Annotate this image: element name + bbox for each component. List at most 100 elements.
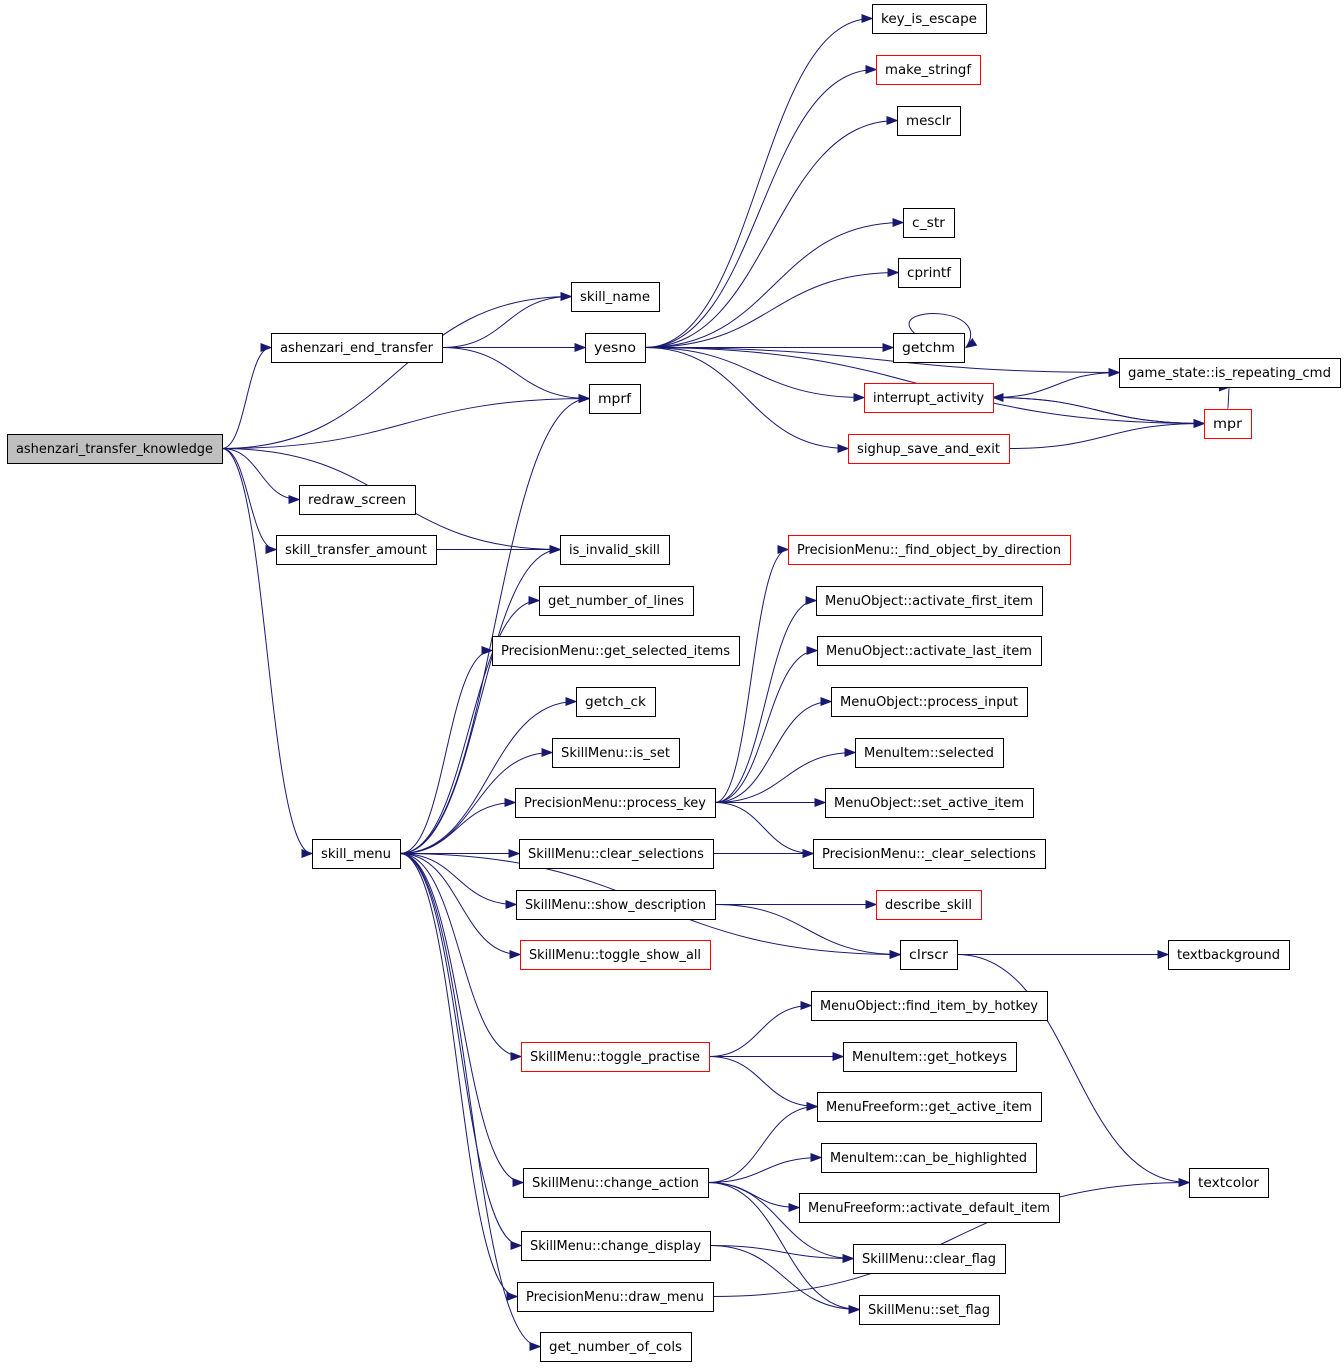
node-box — [521, 1231, 711, 1261]
node-mpr[interactable]: mpr — [1204, 409, 1252, 439]
edge-path — [399, 398, 590, 854]
node-c-str[interactable]: c_str — [903, 208, 955, 238]
node-box — [515, 788, 716, 818]
node-key-is-escape[interactable]: key_is_escape — [872, 4, 987, 34]
node-clrscr[interactable]: clrscr — [900, 940, 958, 970]
node-label: game_state::is_repeating_cmd — [1128, 366, 1331, 381]
node-skillmenu-is-set[interactable]: SkillMenu::is_set — [552, 738, 680, 768]
edge-arrowhead — [301, 848, 314, 859]
node-precisionmenu-find-object-by-direction[interactable]: PrecisionMenu::_find_object_by_direction — [788, 535, 1071, 565]
edge-arrowhead — [777, 544, 790, 555]
edge-path — [1227, 386, 1230, 410]
edge-path — [399, 650, 493, 854]
node-label: PrecisionMenu::draw_menu — [526, 1290, 704, 1305]
node-box — [520, 940, 711, 970]
node-skillmenu-change-action[interactable]: SkillMenu::change_action — [523, 1168, 709, 1198]
edge-arrowhead — [806, 1101, 819, 1112]
edge-arrowhead — [549, 544, 562, 555]
edge-path — [399, 853, 541, 1347]
node-menuobject-activate-first-item[interactable]: MenuObject::activate_first_item — [816, 586, 1043, 616]
node-precisionmenu-clear-selections[interactable]: PrecisionMenu::_clear_selections — [813, 839, 1046, 869]
node-cprintf[interactable]: cprintf — [898, 258, 961, 288]
node-ashenzari-transfer-knowledge[interactable]: ashenzari_transfer_knowledge — [7, 434, 223, 464]
node-skillmenu-toggle-show-all[interactable]: SkillMenu::toggle_show_all — [520, 940, 711, 970]
node-textcolor[interactable]: textcolor — [1189, 1168, 1269, 1198]
edge-path — [644, 347, 1120, 373]
node-skillmenu-clear-flag[interactable]: SkillMenu::clear_flag — [853, 1244, 1006, 1274]
call-edge — [644, 347, 850, 454]
node-skill-menu[interactable]: skill_menu — [312, 839, 401, 869]
call-edge — [714, 797, 827, 808]
node-menuobject-find-item-by-hotkey[interactable]: MenuObject::find_item_by_hotkey — [811, 991, 1048, 1021]
node-skillmenu-clear-selections[interactable]: SkillMenu::clear_selections — [519, 839, 714, 869]
edge-path — [221, 347, 272, 449]
node-box — [7, 434, 223, 464]
node-getch-ck[interactable]: getch_ck — [576, 687, 656, 717]
node-skill-name[interactable]: skill_name — [571, 282, 660, 312]
node-box — [825, 788, 1034, 818]
node-box — [571, 282, 660, 312]
node-box — [848, 434, 1010, 464]
edge-path — [714, 802, 814, 854]
edge-path — [399, 853, 518, 1297]
node-box — [872, 4, 987, 34]
node-skillmenu-toggle-practise[interactable]: SkillMenu::toggle_practise — [521, 1042, 710, 1072]
call-edge — [714, 904, 902, 960]
call-edge — [399, 853, 525, 1188]
edge-arrowhead — [805, 595, 818, 606]
node-skillmenu-set-flag[interactable]: SkillMenu::set_flag — [859, 1295, 1000, 1325]
edge-arrowhead — [265, 544, 278, 555]
node-label: PrecisionMenu::process_key — [524, 796, 706, 811]
node-get-number-of-cols[interactable]: get_number_of_cols — [540, 1332, 692, 1362]
edge-arrowhead — [481, 645, 494, 656]
node-is-invalid-skill[interactable]: is_invalid_skill — [560, 535, 670, 565]
node-label: make_stringf — [885, 63, 971, 78]
node-textbackground[interactable]: textbackground — [1168, 940, 1290, 970]
node-skillmenu-change-display[interactable]: SkillMenu::change_display — [521, 1231, 711, 1261]
edge-arrowhead — [882, 342, 895, 353]
node-mesclr[interactable]: mesclr — [897, 106, 961, 136]
node-make-stringf[interactable]: make_stringf — [876, 55, 981, 85]
node-precisionmenu-draw-menu[interactable]: PrecisionMenu::draw_menu — [517, 1282, 714, 1312]
node-interrupt-activity[interactable]: interrupt_activity — [864, 383, 994, 413]
node-ashenzari-end-transfer[interactable]: ashenzari_end_transfer — [271, 333, 443, 363]
node-box — [519, 839, 714, 869]
node-box — [799, 1193, 1060, 1223]
node-skill-transfer-amount[interactable]: skill_transfer_amount — [276, 535, 437, 565]
node-precisionmenu-get-selected-items[interactable]: PrecisionMenu::get_selected_items — [492, 636, 740, 666]
edge-arrowhead — [887, 267, 900, 278]
edge-path — [221, 448, 277, 550]
node-get-number-of-lines[interactable]: get_number_of_lines — [539, 586, 694, 616]
edge-path — [992, 372, 1120, 398]
node-box — [1119, 358, 1341, 388]
call-edge — [908, 313, 978, 349]
edge-arrowhead — [528, 595, 541, 606]
node-skillmenu-show-description[interactable]: SkillMenu::show_description — [516, 890, 716, 920]
node-precisionmenu-process-key[interactable]: PrecisionMenu::process_key — [515, 788, 716, 818]
edge-arrowhead — [800, 1000, 813, 1011]
node-menuobject-set-active-item[interactable]: MenuObject::set_active_item — [825, 788, 1034, 818]
node-label: yesno — [594, 341, 636, 356]
node-menuitem-get-hotkeys[interactable]: MenuItem::get_hotkeys — [843, 1042, 1017, 1072]
node-menuitem-can-be-highlighted[interactable]: MenuItem::can_be_highlighted — [821, 1143, 1037, 1173]
node-box — [817, 636, 1042, 666]
node-sighup-save-and-exit[interactable]: sighup_save_and_exit — [848, 434, 1010, 464]
edge-path — [908, 313, 972, 348]
node-getchm[interactable]: getchm — [893, 333, 965, 363]
node-menufreeform-get-active-item[interactable]: MenuFreeform::get_active_item — [817, 1092, 1042, 1122]
node-yesno[interactable]: yesno — [585, 333, 646, 363]
node-label: textbackground — [1177, 948, 1280, 963]
node-mprf[interactable]: mprf — [589, 384, 641, 414]
node-redraw-screen[interactable]: redraw_screen — [299, 485, 416, 515]
node-label: ashenzari_transfer_knowledge — [16, 442, 213, 457]
edge-arrowhead — [802, 848, 815, 859]
edge-path — [399, 853, 521, 955]
node-describe-skill[interactable]: describe_skill — [876, 890, 982, 920]
edge-arrowhead — [509, 949, 522, 960]
node-menuobject-process-input[interactable]: MenuObject::process_input — [831, 687, 1028, 717]
node-game-state-is-repeating-cmd[interactable]: game_state::is_repeating_cmd — [1119, 358, 1341, 388]
node-menufreeform-activate-default-item[interactable]: MenuFreeform::activate_default_item — [799, 1193, 1060, 1223]
node-menuobject-activate-last-item[interactable]: MenuObject::activate_last_item — [817, 636, 1042, 666]
node-menuitem-selected[interactable]: MenuItem::selected — [855, 738, 1004, 768]
node-label: get_number_of_cols — [549, 1340, 682, 1355]
